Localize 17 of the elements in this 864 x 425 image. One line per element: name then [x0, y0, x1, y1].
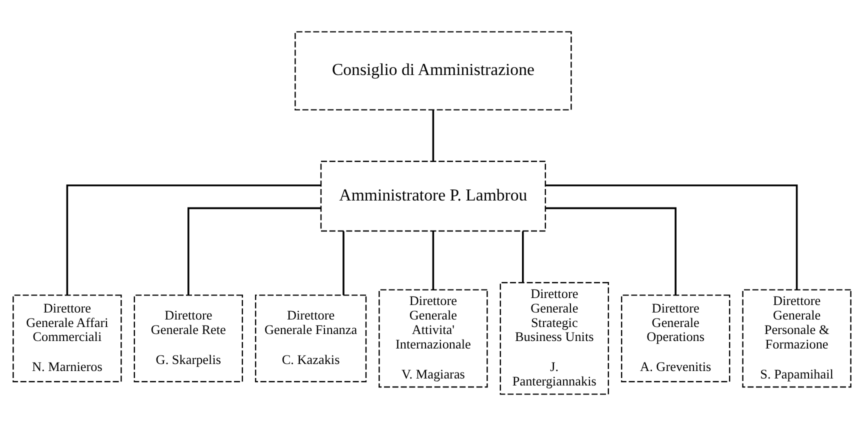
node-box: Direttore Generale Personale & Formazione S. Papamihail — [742, 288, 852, 388]
node-box: Direttore Generale Strategic Business Units J. Pantergiannakis — [500, 282, 609, 394]
connector — [546, 184, 798, 290]
connector — [522, 230, 524, 282]
connector — [432, 230, 434, 290]
connector — [342, 230, 344, 295]
node-box: Direttore Generale Rete G. Skarpelis — [134, 294, 243, 382]
connector — [546, 206, 676, 295]
node-box: Direttore Generale Finanza C. Kazakis — [255, 294, 367, 382]
node-box: Consiglio di Amministrazione — [294, 30, 572, 110]
node-box: Direttore Generale Attivita' Internazionale V. Magiaras — [378, 288, 488, 388]
connector — [188, 206, 321, 295]
connector — [432, 110, 434, 161]
node-box: Direttore Generale Affari Commerciali N. Marnieros — [12, 294, 122, 382]
node-box: Direttore Generale Operations A. Grevenitis — [621, 294, 730, 382]
connector — [66, 184, 321, 294]
node-box: Amministratore P. Lambrou — [320, 160, 546, 232]
